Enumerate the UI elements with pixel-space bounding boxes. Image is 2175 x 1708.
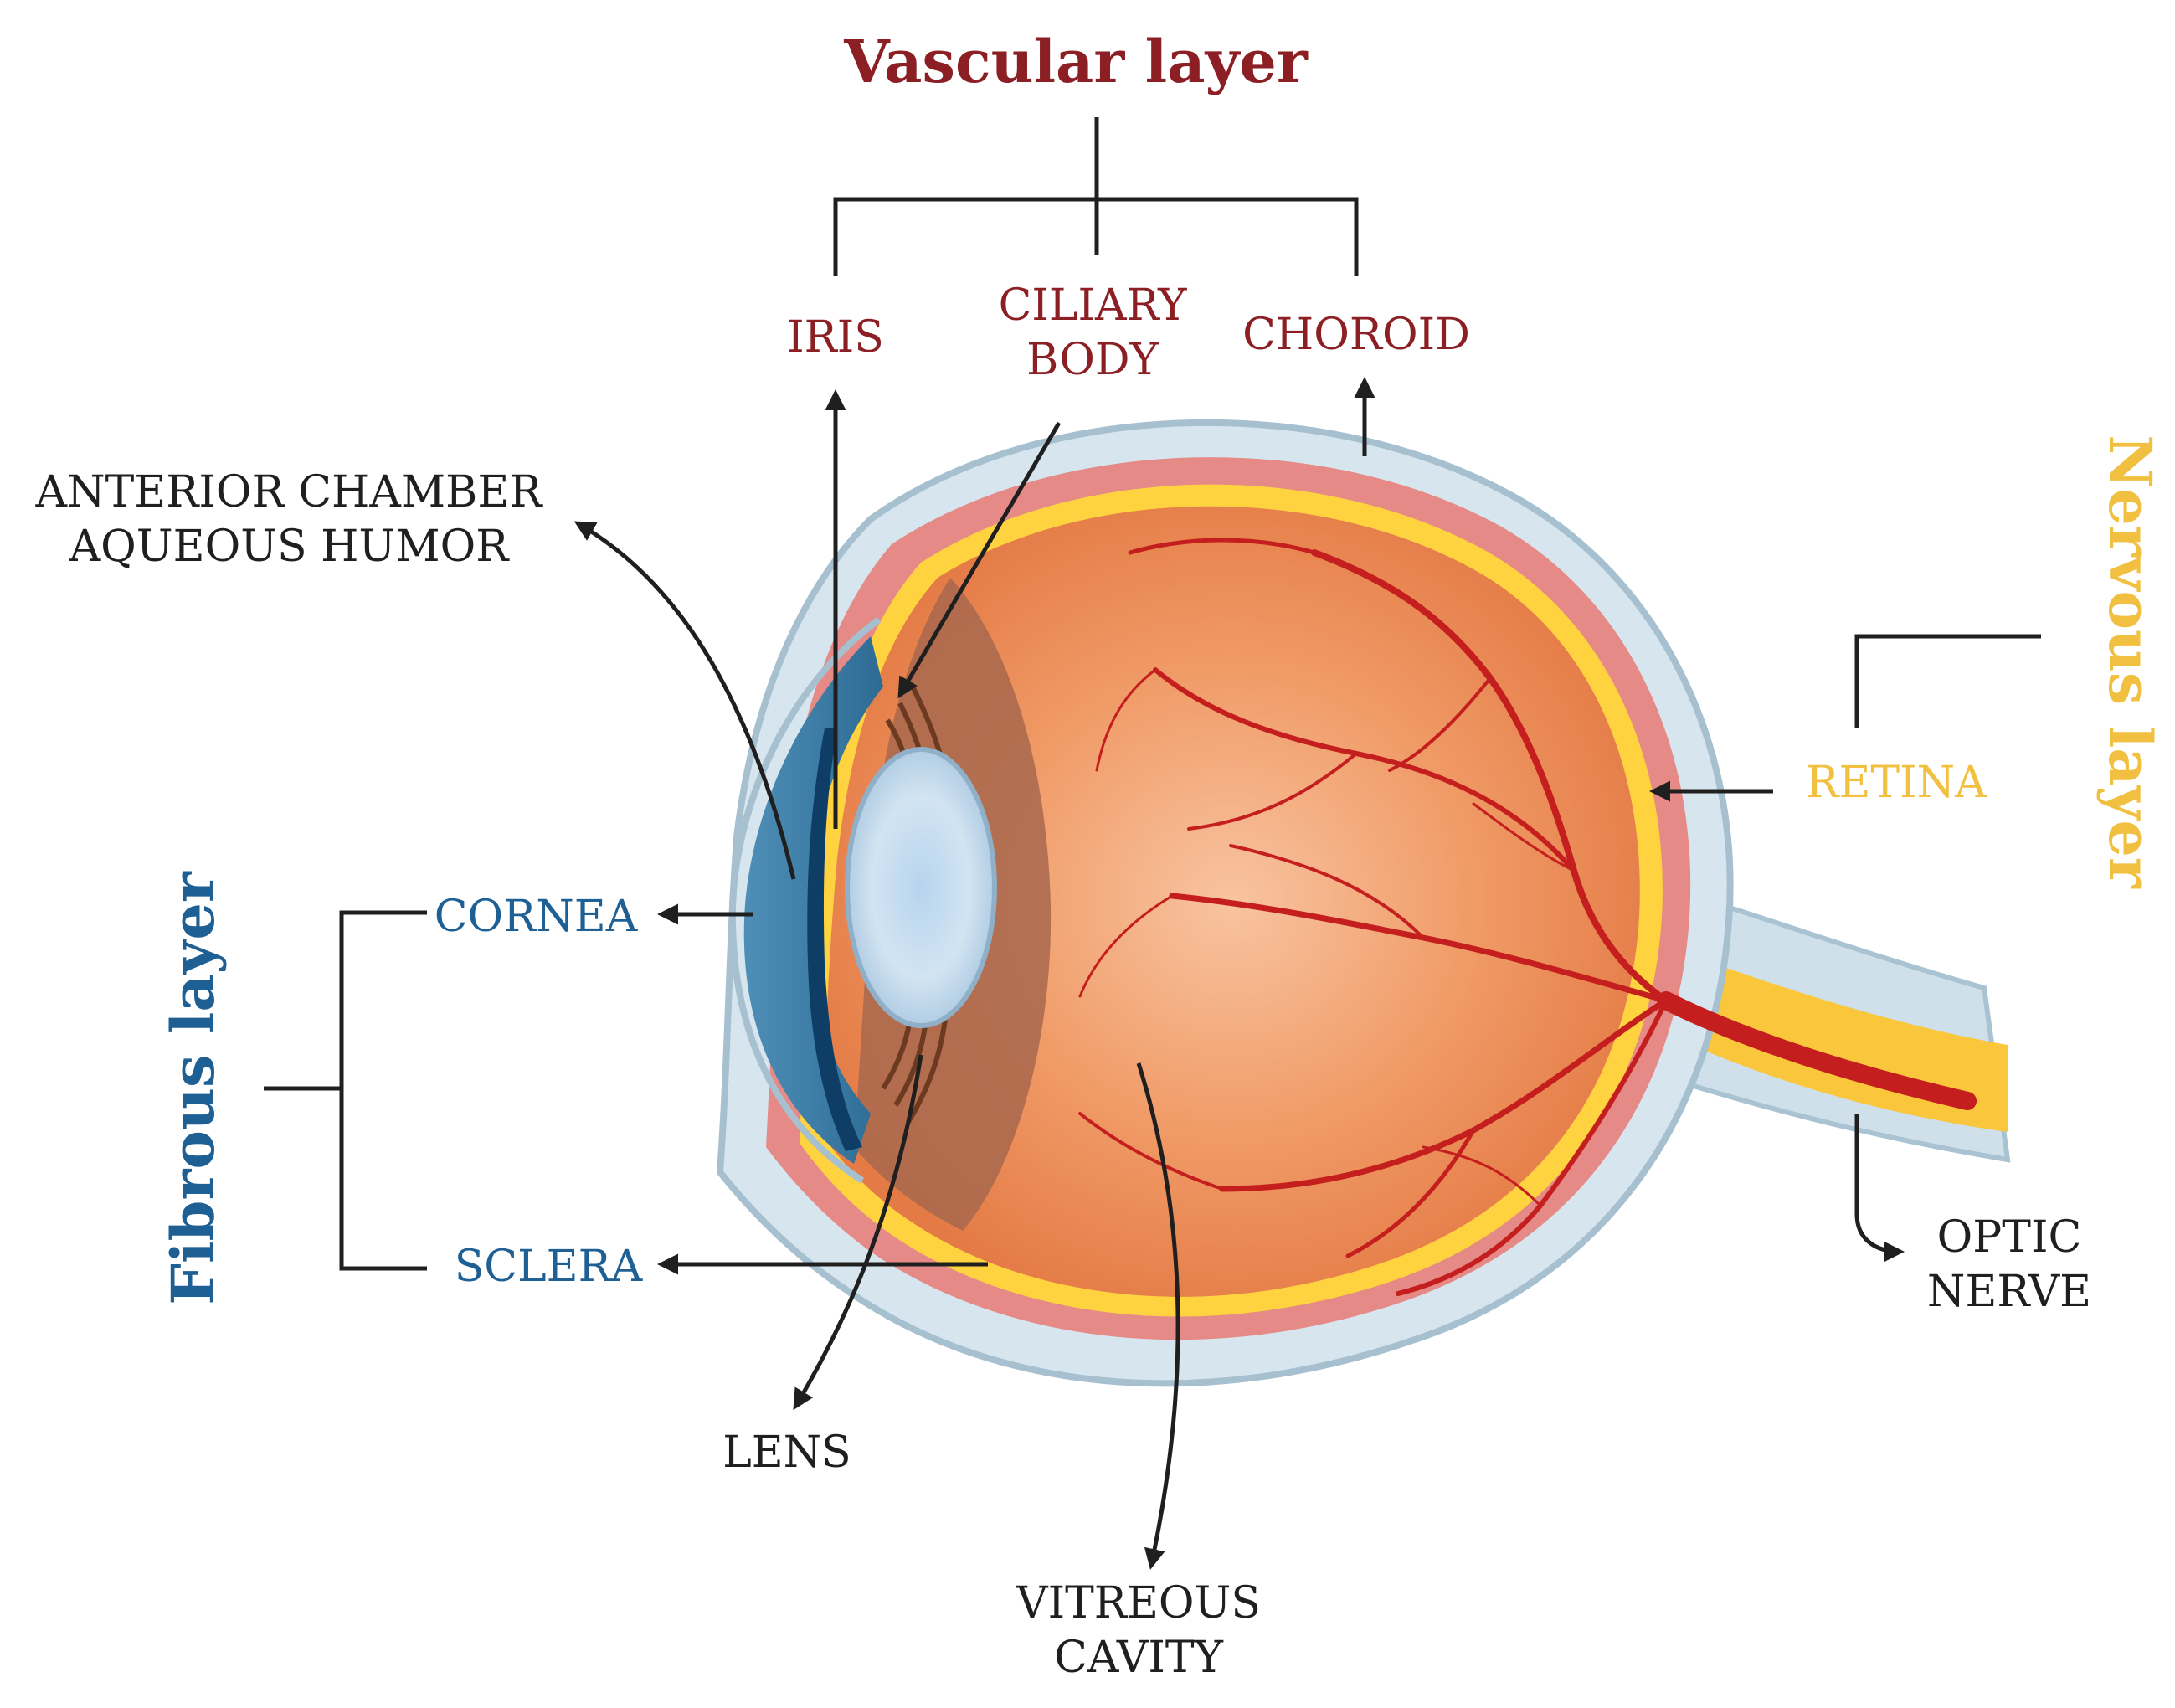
vitreous-arrow (1136, 1062, 1180, 1570)
nervous-bracket (1854, 634, 2041, 728)
anterior-chamber-label-line1: ANTERIOR CHAMBER (35, 467, 544, 517)
cornea-outer (728, 616, 882, 1184)
fibrous-layer-title: Fibrous layer (158, 871, 228, 1305)
lens-arrow (793, 1054, 923, 1411)
vitreous-cavity-label-line2: CAVITY (1054, 1633, 1224, 1683)
ciliary-arrow (897, 421, 1062, 699)
sclera-label: SCLERA (455, 1242, 644, 1292)
iris-shape (807, 728, 862, 1151)
ciliary-body-label-line1: CILIARY (999, 280, 1188, 331)
ciliary-body-label-line2: BODY (1026, 335, 1159, 385)
cornea-shape (743, 636, 883, 1164)
vascular-layer-title: Vascular layer (843, 27, 1309, 96)
retina-label: RETINA (1806, 758, 1987, 808)
nervous-layer-title: Nervous layer (2095, 435, 2165, 889)
optic-arrow (1854, 1114, 1905, 1263)
optic-nerve-label-line1: OPTIC (1937, 1212, 2082, 1263)
fibrous-bracket (264, 910, 427, 1271)
optic-nerve-label-line2: NERVE (1927, 1267, 2091, 1317)
choroid-label: CHOROID (1242, 310, 1470, 360)
label-arrows (573, 377, 1905, 1570)
lens-label: LENS (722, 1428, 851, 1478)
vitreous-cavity-label-line1: VITREOUS (1016, 1578, 1261, 1628)
iris-label: IRIS (787, 312, 884, 363)
anterior-chamber-label-line2: AQUEOUS HUMOR (69, 522, 511, 572)
anterior-arrow (573, 521, 796, 880)
lens-shape (845, 747, 997, 1028)
vascular-bracket (833, 117, 1359, 276)
cornea-label: CORNEA (434, 892, 639, 942)
retinal-vessels (1078, 538, 1977, 1296)
eye-illustration (716, 419, 2011, 1387)
